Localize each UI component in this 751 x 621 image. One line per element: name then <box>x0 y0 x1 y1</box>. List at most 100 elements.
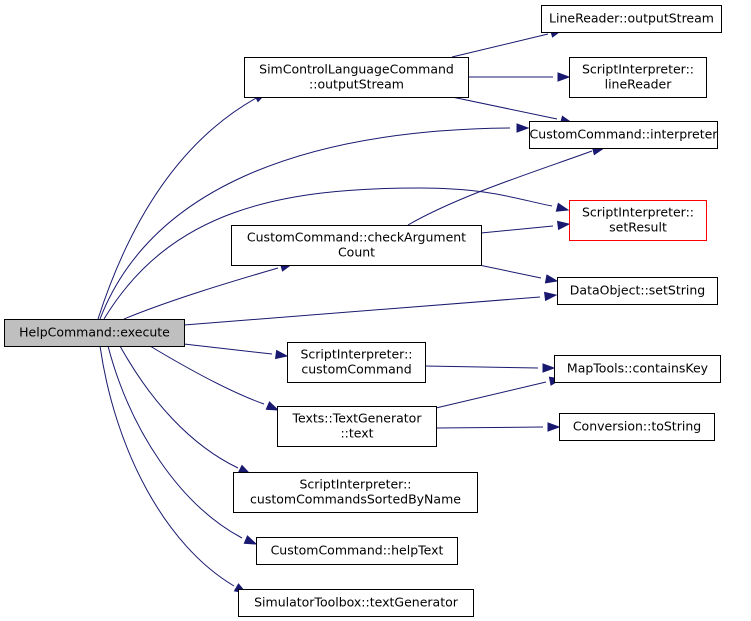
arrow-head-icon <box>557 220 571 231</box>
edge-root-to-ccInterp <box>99 123 530 320</box>
node-label: ScriptInterpreter:: <box>582 62 694 77</box>
edge-line <box>435 381 547 409</box>
node-box <box>231 225 482 266</box>
node-label: lineReader <box>605 77 673 92</box>
node-stTextGen[interactable]: SimulatorToolbox::textGenerator <box>238 589 474 617</box>
edge-line <box>478 264 542 279</box>
node-label: CustomCommand::checkArgument <box>247 230 466 245</box>
node-label: CustomCommand::helpText <box>271 543 444 558</box>
edge-root-to-stTextGen <box>99 345 248 594</box>
node-siSorted[interactable]: ScriptInterpreter::customCommandsSortedB… <box>233 472 478 513</box>
node-box <box>557 277 718 305</box>
edge-line <box>183 296 541 326</box>
node-convToString[interactable]: Conversion::toString <box>559 413 715 441</box>
node-label: HelpCommand::execute <box>19 325 170 340</box>
edge-root-to-ccHelpText <box>107 345 258 545</box>
edge-line <box>149 345 265 405</box>
node-label: SimControlLanguageCommand <box>259 62 454 77</box>
arrow-head-icon <box>544 291 558 302</box>
node-label: ScriptInterpreter:: <box>582 205 694 220</box>
node-ccInterp[interactable]: CustomCommand::interpreter <box>529 121 719 149</box>
arrow-head-icon <box>542 363 556 373</box>
edge-line <box>119 345 239 469</box>
node-mtContains[interactable]: MapTools::containsKey <box>554 355 721 383</box>
node-label: ScriptInterpreter:: <box>299 477 411 492</box>
edge-line <box>99 345 235 587</box>
arrow-head-icon <box>557 72 571 82</box>
node-label: CustomCommand::interpreter <box>530 127 719 142</box>
node-label: Conversion::toString <box>573 419 701 434</box>
node-label: Texts::TextGenerator <box>292 411 423 426</box>
node-label: LineReader::outputStream <box>549 11 714 26</box>
edge-line <box>123 267 279 320</box>
edge-line <box>451 96 558 120</box>
node-box <box>4 319 185 347</box>
node-box <box>541 5 722 33</box>
edge-line <box>451 33 549 58</box>
edge-root-to-ccCheckArg <box>123 262 294 320</box>
edge-sclOutput-to-lrOutput <box>451 28 564 58</box>
arrow-head-icon <box>547 422 561 432</box>
edge-line <box>183 343 273 355</box>
node-box <box>238 589 474 617</box>
edge-ttText-to-convToString <box>435 422 561 432</box>
node-box <box>559 413 715 441</box>
edge-line <box>107 345 243 539</box>
edge-line <box>99 127 511 320</box>
node-box <box>256 537 458 565</box>
node-siCustomCmd[interactable]: ScriptInterpreter::customCommand <box>287 342 426 383</box>
edge-line <box>407 150 593 226</box>
edge-sclOutput-to-ccInterp <box>451 96 574 125</box>
node-root[interactable]: HelpCommand::execute <box>4 319 185 347</box>
node-sclOutput[interactable]: SimControlLanguageCommand::outputStream <box>244 57 469 98</box>
node-label: SimulatorToolbox::textGenerator <box>254 595 459 610</box>
node-box <box>277 406 437 447</box>
arrow-head-icon <box>265 401 280 411</box>
node-siSetResult[interactable]: ScriptInterpreter::setResult <box>569 200 707 241</box>
node-label: MapTools::containsKey <box>567 361 709 376</box>
edge-sclOutput-to-siLineReader <box>468 72 571 82</box>
node-label: setResult <box>609 220 667 235</box>
node-box <box>287 342 426 383</box>
arrow-head-icon <box>243 535 258 545</box>
edge-line <box>97 96 259 320</box>
edge-root-to-siCustomCmd <box>183 343 289 360</box>
node-label: customCommand <box>301 362 411 377</box>
node-siLineReader[interactable]: ScriptInterpreter::lineReader <box>569 57 707 98</box>
node-label: ScriptInterpreter:: <box>300 347 412 362</box>
node-label: Count <box>338 245 375 260</box>
node-box <box>569 57 707 98</box>
node-box <box>569 200 707 241</box>
node-doSetString[interactable]: DataObject::setString <box>557 277 718 305</box>
edge-ccCheckArg-to-doSetString <box>478 264 559 284</box>
edge-line <box>103 187 553 320</box>
node-label: customCommandsSortedByName <box>250 492 461 507</box>
edge-root-to-siSorted <box>119 345 252 475</box>
edge-ttText-to-mtContains <box>435 376 563 409</box>
edge-root-to-doSetString <box>183 291 558 326</box>
edge-line <box>424 365 539 369</box>
arrow-head-icon <box>544 274 559 284</box>
edge-root-to-ttText <box>149 345 280 411</box>
arrow-head-icon <box>274 349 289 360</box>
edge-root-to-siSetResult <box>103 187 570 320</box>
node-label: ::text <box>340 426 373 441</box>
arrow-head-icon <box>555 202 570 212</box>
node-box <box>244 57 469 98</box>
node-label: DataObject::setString <box>570 283 705 298</box>
arrow-head-icon <box>516 123 530 133</box>
node-ccHelpText[interactable]: CustomCommand::helpText <box>256 537 458 565</box>
edge-line <box>480 225 554 234</box>
node-label: ::outputStream <box>309 77 404 92</box>
edge-ccCheckArg-to-siSetResult <box>480 220 571 234</box>
edge-siCustomCmd-to-mtContains <box>424 363 556 373</box>
nodes-layer: HelpCommand::execute SimControlLanguageCo… <box>4 5 722 617</box>
edge-root-to-sclOutput <box>97 92 268 320</box>
node-box <box>554 355 721 383</box>
node-ttText[interactable]: Texts::TextGenerator::text <box>277 406 437 447</box>
node-lrOutput[interactable]: LineReader::outputStream <box>541 5 722 33</box>
node-box <box>233 472 478 513</box>
node-box <box>529 121 718 149</box>
